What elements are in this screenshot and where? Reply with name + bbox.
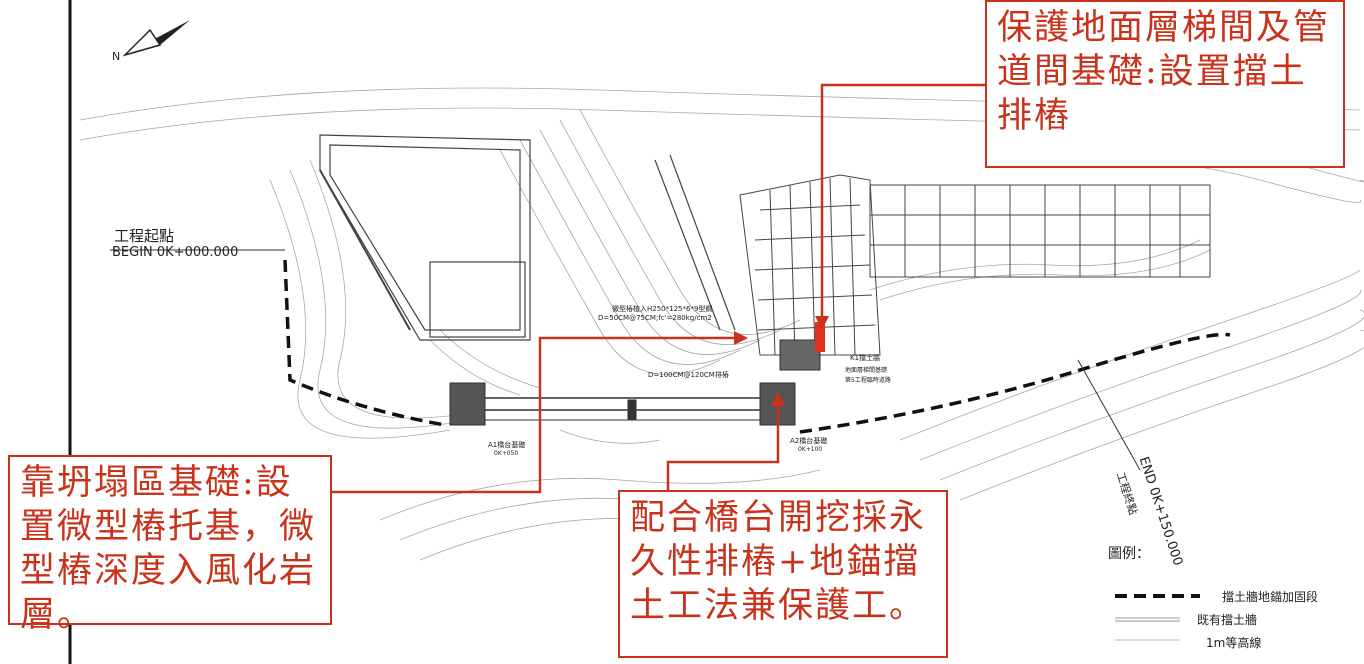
a2-station-label: 0K+100	[798, 446, 823, 453]
start-label-title: 工程起點	[114, 227, 175, 245]
arrow-head-icons	[734, 316, 829, 406]
pile-spec-line1: 微型樁植入H250*125*6*9型鋼	[612, 305, 713, 313]
a1-station-label: 0K+050	[494, 450, 519, 457]
callout-top-right: 保護地面層梯間及管道間基礎:設置擋土排樁	[985, 0, 1345, 168]
callout-bottom-left-text: 靠坍塌區基礎:設置微型樁托基，微型樁深度入風化岩層。	[20, 463, 317, 635]
bored-pile-note: D=100CM@120CM排樁	[648, 371, 729, 379]
anchored-wall-line	[283, 259, 1231, 434]
callout-bottom-left: 靠坍塌區基礎:設置微型樁托基，微型樁深度入風化岩層。	[8, 455, 332, 635]
wall-note2-label: 第5工程臨時道路	[845, 377, 891, 384]
pile-spec-line2: D=50CM@75CM;fc'=280kg/cm2	[598, 314, 712, 322]
callout-bottom-center: 配合橋台開挖採永久性排樁+地錨擋土工法兼保護工。	[618, 490, 948, 658]
legend-item-anchored-wall: 擋土牆地錨加固段	[1222, 590, 1319, 604]
a1-abutment-label: A1橋台基礎	[488, 441, 526, 449]
callout-bottom-center-text: 配合橋台開挖採永久性排樁+地錨擋土工法兼保護工。	[630, 498, 927, 626]
legend-item-contour: 1m等高線	[1206, 636, 1262, 650]
legend-title: 圖例：	[1108, 546, 1150, 562]
contour-lines	[79, 87, 1364, 561]
a2-abutment-label: A2橋台基礎	[790, 437, 828, 445]
wall-k1-label: K1擋土牆	[850, 354, 881, 362]
north-arrow-icon	[122, 20, 190, 57]
grid-building	[739, 174, 1211, 356]
building-outlines	[319, 134, 736, 341]
callout-leader-lines	[330, 83, 985, 494]
start-label-station: BEGIN 0K+000.000	[112, 245, 239, 260]
wall-note-label: 地面層梯間基礎	[845, 367, 888, 374]
end-marker-line	[1077, 359, 1141, 471]
legend-item-existing-wall: 既有擋土牆	[1197, 613, 1258, 627]
callout-top-right-text: 保護地面層梯間及管道間基礎:設置擋土排樁	[997, 8, 1331, 136]
compass-north-label: N	[112, 50, 120, 63]
